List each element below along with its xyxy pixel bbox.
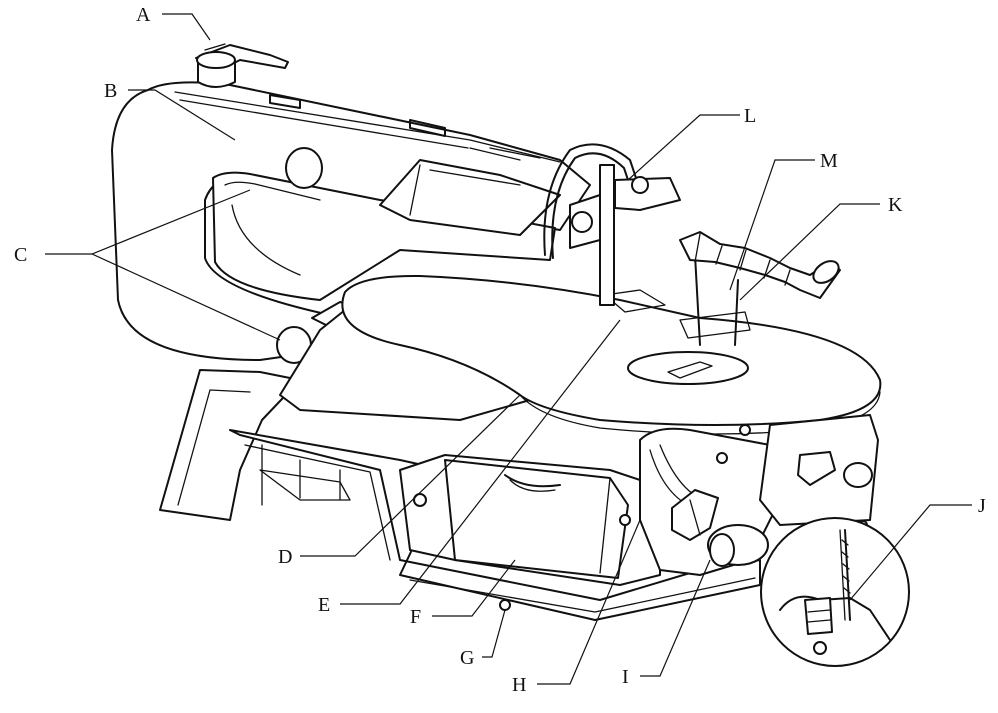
callout-label-i: I <box>622 666 629 688</box>
dust-hose <box>679 231 841 299</box>
front-housing <box>399 414 879 611</box>
callout-label-b: B <box>104 80 117 102</box>
upper-arm <box>111 81 591 364</box>
tension-lever <box>195 43 289 88</box>
blade-clamp-detail <box>760 517 910 667</box>
callout-label-l: L <box>744 105 756 127</box>
callout-label-c: C <box>14 244 27 266</box>
callout-label-k: K <box>888 194 903 216</box>
callout-label-g: G <box>460 647 474 669</box>
arm-hole-upper <box>285 147 323 189</box>
callout-label-m: M <box>820 150 838 172</box>
saw-base <box>159 369 761 621</box>
callout-label-e: E <box>318 594 330 616</box>
callout-label-d: D <box>278 546 292 568</box>
callout-label-h: H <box>512 674 526 696</box>
callout-label-j: J <box>978 495 986 517</box>
leader-lines <box>45 13 972 685</box>
work-table <box>279 274 882 435</box>
blade-guard <box>543 143 751 346</box>
callout-label-f: F <box>410 606 421 628</box>
throat-plate <box>627 351 749 385</box>
callout-label-a: A <box>136 4 151 26</box>
callout-labels: A B C D E F G H I J K L M <box>14 4 986 696</box>
